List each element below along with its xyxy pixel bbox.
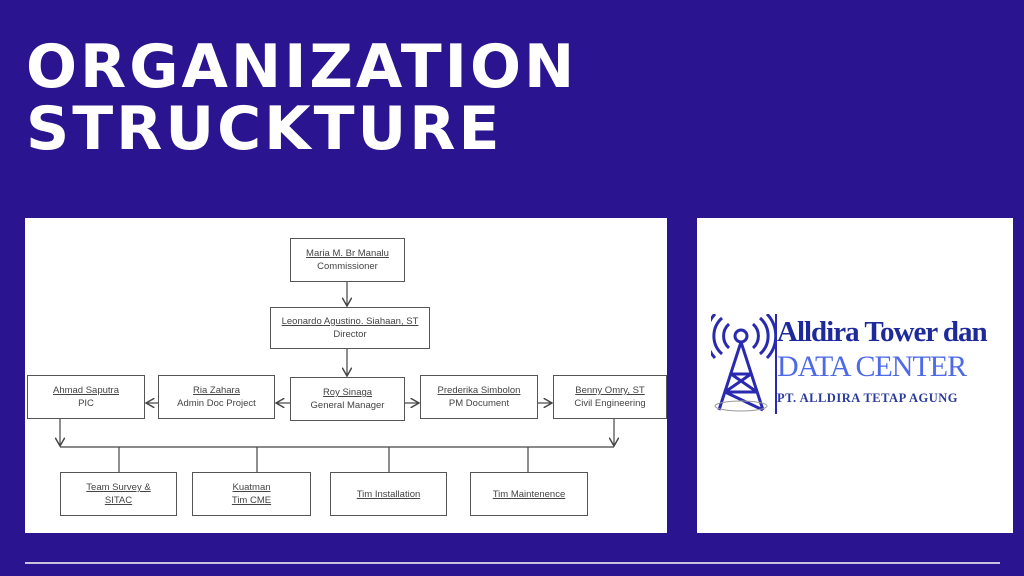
org-box-tim-installation: Tim Installation (330, 472, 447, 516)
org-box-pm-document: Prederika Simbolon PM Document (420, 375, 538, 419)
org-box-director: Leonardo Agustino. Siahaan, ST Director (270, 307, 430, 349)
person-role: General Manager (310, 400, 385, 411)
org-box-tim-maintenence: Tim Maintenence (470, 472, 588, 516)
person-role: Admin Doc Project (177, 398, 256, 409)
team-name: Tim CME (231, 495, 272, 506)
team-name: Kuatman (232, 482, 271, 493)
org-box-civil-engineering: Benny Omry, ST Civil Engineering (553, 375, 667, 419)
logo-text-data-center: DATA CENTER (777, 350, 967, 383)
team-name: SITAC (104, 495, 133, 506)
person-role: PIC (78, 398, 94, 409)
person-name: Prederika Simbolon (437, 385, 521, 396)
org-box-team-survey: Team Survey & SITAC (60, 472, 177, 516)
tower-icon (711, 314, 775, 412)
person-role: PM Document (448, 398, 510, 409)
team-name: Team Survey & (86, 482, 151, 493)
person-role: Commissioner (317, 261, 378, 272)
person-name: Leonardo Agustino. Siahaan, ST (281, 316, 419, 327)
person-role: Civil Engineering (574, 398, 646, 409)
team-name: Tim Installation (356, 488, 421, 500)
logo-text-pt: PT. ALLDIRA TETAP AGUNG (777, 391, 958, 405)
person-name: Ria Zahara (193, 385, 240, 396)
title-line-1: ORGANIZATION (26, 32, 578, 102)
person-role: Director (333, 329, 367, 340)
footer-divider (25, 562, 1000, 564)
company-logo: Alldira Tower dan DATA CENTER PT. ALLDIR… (697, 218, 1013, 533)
title-line-2: STRUCKTURE (26, 94, 503, 164)
org-chart-connectors (25, 282, 667, 472)
logo-divider (775, 314, 777, 414)
person-name: Roy Sinaga (322, 387, 373, 398)
person-name: Benny Omry, ST (575, 385, 645, 396)
team-name: Tim Maintenence (492, 488, 566, 500)
person-name: Ahmad Saputra (52, 385, 119, 396)
logo-text-company: Alldira Tower dan (777, 316, 988, 348)
person-name: Maria M. Br Manalu (306, 248, 389, 259)
